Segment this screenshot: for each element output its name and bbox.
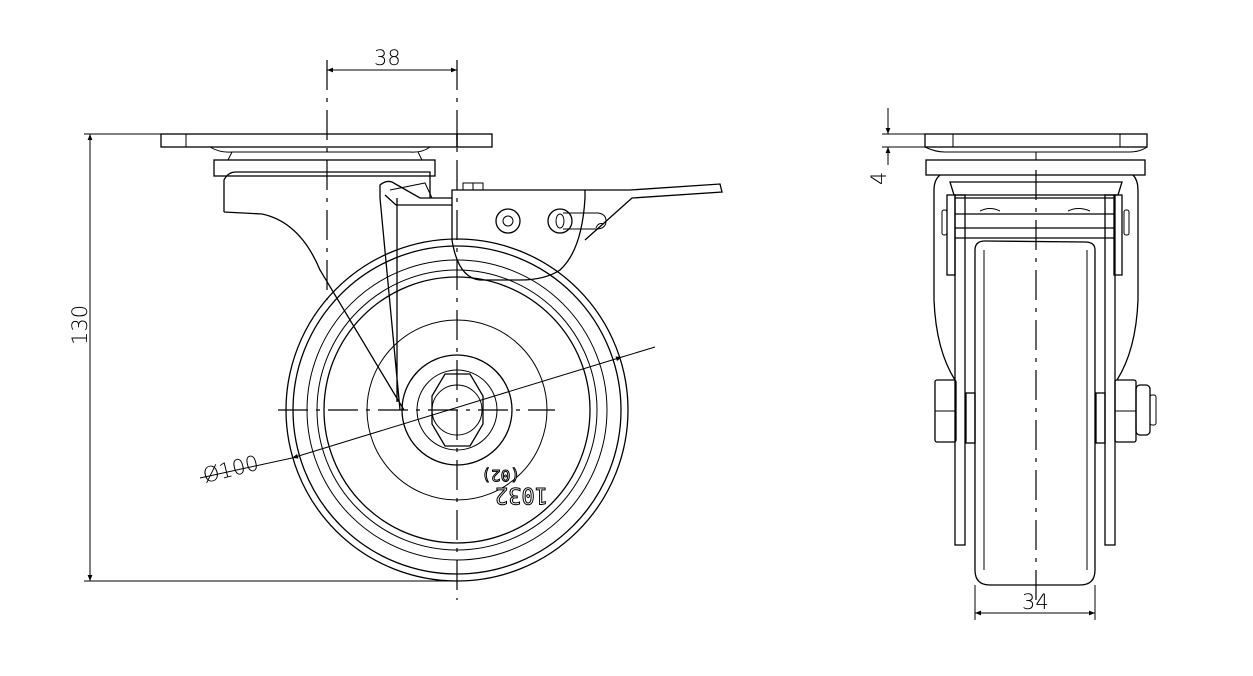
dim-34: 34 — [1022, 590, 1049, 614]
brake-lever — [451, 182, 723, 281]
dim-diameter: Ø100 — [200, 451, 261, 488]
top-plate-front — [924, 133, 1148, 148]
dim-130: 130 — [68, 305, 92, 345]
top-plate — [160, 133, 458, 148]
fork — [223, 171, 452, 411]
dim-4: 4 — [867, 172, 891, 185]
dim-38: 38 — [374, 46, 401, 70]
side-view: 1032 (02) 38 130 Ø100 — [68, 46, 723, 600]
wheel-front — [974, 240, 1096, 586]
wheel-code: 1032 — [495, 482, 548, 507]
front-view: 4 34 — [867, 108, 1157, 620]
wheel-code-sub: (02) — [481, 466, 520, 485]
